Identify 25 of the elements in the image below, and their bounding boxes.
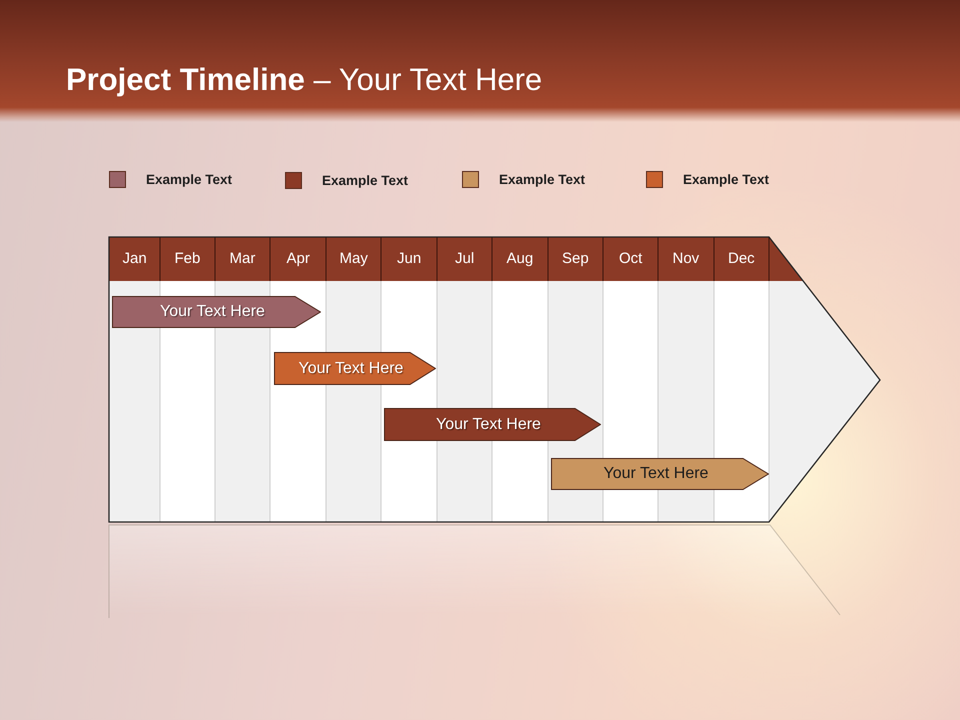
task-bar xyxy=(551,458,769,490)
month-label: Feb xyxy=(174,250,200,268)
month-label: Nov xyxy=(672,250,700,268)
month-label: May xyxy=(340,250,368,268)
month-label: Jul xyxy=(455,250,474,268)
month-label: Jun xyxy=(397,250,422,268)
month-label: Dec xyxy=(728,250,755,268)
legend-label: Example Text xyxy=(683,171,770,189)
slide-title: Project Timeline – Your Text Here xyxy=(66,61,542,99)
task-bar xyxy=(384,408,601,441)
month-label: Apr xyxy=(286,250,310,268)
task-label: Your Text Here xyxy=(298,358,404,378)
month-label: Sep xyxy=(562,250,589,268)
legend-label: Example Text xyxy=(499,171,586,189)
legend-label: Example Text xyxy=(146,171,232,189)
task-label: Your Text Here xyxy=(160,302,265,322)
task-bar xyxy=(112,296,321,328)
legend-label: Example Text xyxy=(322,172,408,190)
month-label: Mar xyxy=(230,250,256,268)
task-label: Your Text Here xyxy=(604,464,708,484)
month-label: Jan xyxy=(122,250,147,268)
month-label: Oct xyxy=(619,250,642,268)
month-label: Aug xyxy=(506,250,534,268)
task-bar xyxy=(274,352,436,385)
task-label: Your Text Here xyxy=(436,414,541,434)
